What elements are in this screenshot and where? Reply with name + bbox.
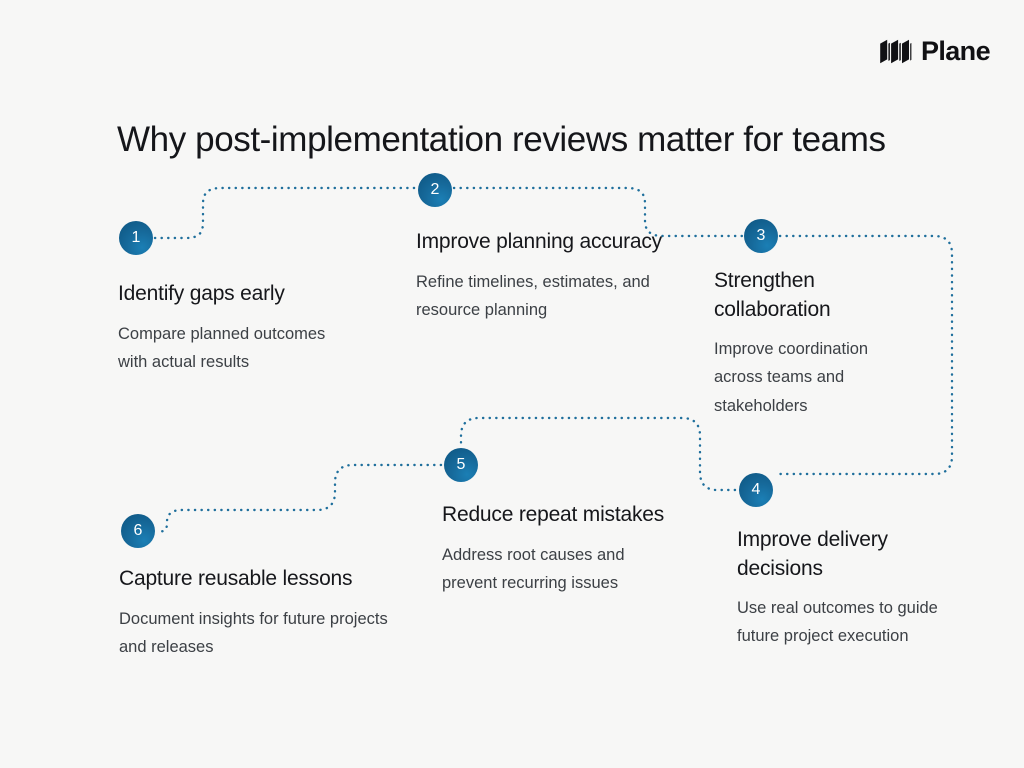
step-1-description: Compare planned outcomes with actual res…	[118, 324, 326, 371]
step-3-number: 3	[756, 227, 766, 244]
step-4-number: 4	[751, 481, 761, 498]
step-1-number: 1	[131, 229, 141, 246]
step-4-body: Improve delivery decisions Use real outc…	[737, 526, 942, 651]
step-5-description: Address root causes and prevent recurrin…	[442, 545, 625, 592]
step-3-description: Improve coordination across teams and st…	[714, 340, 869, 415]
step-3-body: Strengthen collaboration Improve coordin…	[714, 267, 919, 420]
plane-logo-icon	[880, 39, 912, 63]
step-6-body: Capture reusable lessons Document insigh…	[119, 565, 389, 661]
step-6-badge: 6	[121, 514, 155, 548]
brand-name: Plane	[920, 35, 991, 66]
step-1-badge: 1	[119, 221, 153, 255]
step-4-title: Improve delivery decisions	[737, 528, 888, 580]
step-5-badge: 5	[444, 448, 478, 482]
step-2-number: 2	[430, 181, 440, 198]
step-4-badge: 4	[739, 473, 773, 507]
connector-5-6	[155, 463, 443, 534]
step-6-title: Capture reusable lessons	[119, 567, 353, 590]
step-2-badge: 2	[418, 173, 452, 207]
connector-1-2	[153, 186, 418, 240]
step-5-number: 5	[456, 456, 466, 473]
step-4-description: Use real outcomes to guide future projec…	[737, 599, 938, 646]
step-1-body: Identify gaps early Compare planned outc…	[118, 280, 333, 376]
step-5-body: Reduce repeat mistakes Address root caus…	[442, 501, 677, 597]
step-6-number: 6	[133, 522, 143, 539]
step-2-title: Improve planning accuracy	[416, 230, 662, 253]
step-5-title: Reduce repeat mistakes	[442, 503, 665, 526]
page-title: Why post-implementation reviews matter f…	[117, 120, 886, 160]
step-2-body: Improve planning accuracy Refine timelin…	[416, 228, 671, 324]
step-1-title: Identify gaps early	[118, 282, 285, 305]
step-3-title: Strengthen collaboration	[714, 269, 831, 321]
connector-4-5	[459, 416, 737, 492]
step-6-description: Document insights for future projects an…	[119, 609, 388, 656]
step-2-description: Refine timelines, estimates, and resourc…	[416, 272, 650, 319]
step-3-badge: 3	[744, 219, 778, 253]
brand-logo: Plane	[879, 35, 991, 66]
